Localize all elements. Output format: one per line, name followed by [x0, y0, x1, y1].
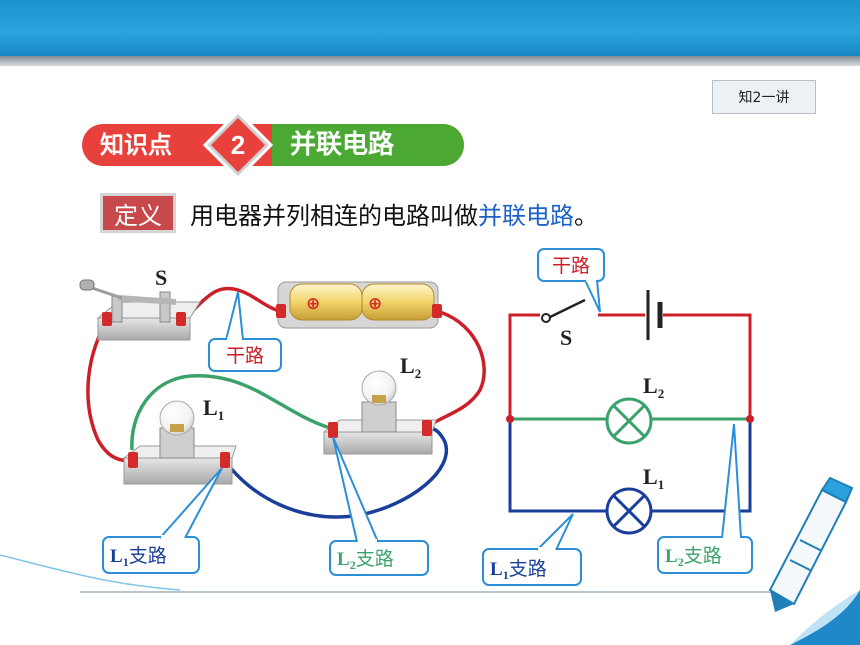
schematic-junction-left [506, 415, 514, 423]
schematic-lamp1-label: L1 [643, 464, 664, 492]
definition-badge: 定义 [100, 193, 176, 233]
schematic-main-path-label: 干路 [552, 255, 590, 277]
lamp2-label: L2 [400, 353, 421, 381]
section-heading-prefix: 知识点 [100, 131, 172, 159]
main-path-label: 干路 [226, 345, 264, 367]
branch2-wire [130, 374, 331, 451]
definition-text: 用电器并列相连的电路叫做并联电路。 [190, 196, 598, 231]
branch1-wire [224, 426, 449, 519]
schematic-lamp2-label: L2 [643, 373, 664, 401]
knife-switch [79, 279, 201, 341]
lecture-tag-label: 知2一讲 [738, 90, 790, 106]
battery-holder [276, 281, 442, 329]
header-divider [0, 56, 860, 66]
schematic-switch-pivot [541, 313, 551, 323]
definition-highlight: 并联电路 [478, 202, 574, 230]
schematic-main-path-callout [537, 248, 605, 313]
branch1-callout [102, 467, 223, 574]
schematic-diagram [506, 290, 754, 535]
main-wire-switch-battery [181, 286, 284, 322]
lamp1-assembly [122, 400, 237, 485]
section-title: 并联电路 [290, 130, 395, 160]
section-heading-bar [82, 124, 464, 166]
schematic-junction-right [746, 415, 754, 423]
section-number: 2 [231, 130, 245, 160]
schematic-branch2-label: L2支路 [665, 545, 722, 569]
section-number-badge: 2 [203, 110, 273, 180]
battery-plus-icon-1: ⊕ [306, 294, 320, 314]
definition-text-main: 用电器并列相连的电路叫做 [190, 202, 478, 230]
schematic-branch1-label: L1支路 [490, 558, 547, 582]
bottom-decoration [0, 554, 800, 593]
lamp2-assembly [322, 370, 437, 455]
schematic-switch-label: S [560, 325, 572, 350]
branch2-label: L2支路 [337, 548, 394, 572]
branch1-label: L1支路 [110, 545, 167, 569]
definition-badge-label: 定义 [114, 201, 162, 230]
page-curl-icon [790, 590, 860, 645]
schematic-branch2-callout [657, 423, 753, 574]
pen-icon [768, 476, 854, 612]
lamp1-label: L1 [203, 395, 224, 423]
branch2-callout [329, 436, 429, 576]
lecture-tag[interactable]: 知2一讲 [712, 80, 816, 114]
schematic-switch-blade [547, 298, 586, 320]
section-heading-green-part [272, 124, 464, 166]
main-wire-switch-junction [86, 319, 133, 463]
main-wire-battery-junction [427, 310, 486, 428]
definition-period: 。 [574, 202, 598, 230]
schematic-branch1-callout [482, 513, 582, 586]
main-path-callout [208, 291, 282, 372]
battery-plus-icon-2: ⊕ [368, 294, 382, 314]
switch-label: S [155, 265, 167, 290]
header-banner [0, 0, 860, 56]
